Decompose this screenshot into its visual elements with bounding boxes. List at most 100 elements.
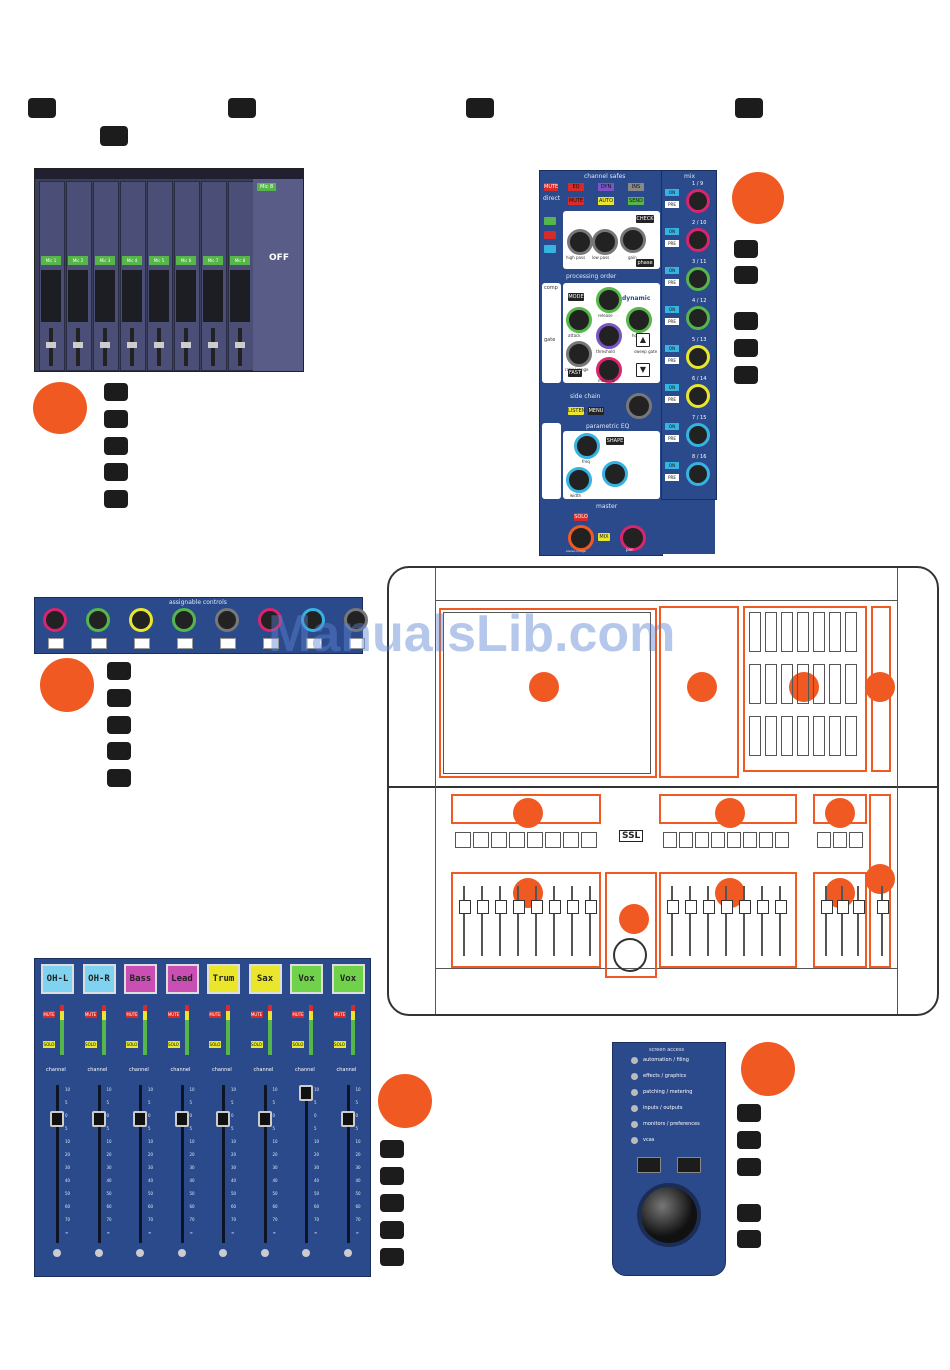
mix-on-button[interactable]: ON <box>665 306 679 313</box>
screen-access-led-button[interactable] <box>631 1137 638 1144</box>
mute-button[interactable]: MUTE <box>333 1011 346 1018</box>
eq-width-knob[interactable] <box>566 467 592 493</box>
mute-button[interactable]: MUTE <box>292 1011 304 1018</box>
mix-pre-button[interactable]: PRE <box>665 396 679 403</box>
safe-button[interactable]: INS <box>628 183 644 191</box>
solo-button[interactable]: SOLO <box>292 1041 304 1048</box>
ratio-range-knob[interactable] <box>566 341 592 367</box>
screen-fader-cap[interactable] <box>100 342 110 348</box>
mix-on-button[interactable]: ON <box>665 462 679 469</box>
screen-fader-cap[interactable] <box>235 342 245 348</box>
mix-pre-button[interactable]: PRE <box>665 240 679 247</box>
mix-on-button[interactable]: ON <box>665 228 679 235</box>
safe-on-2[interactable] <box>544 231 556 239</box>
mix-send-knob[interactable] <box>686 228 710 252</box>
eq-freq-knob[interactable] <box>574 433 600 459</box>
solo-button[interactable]: SOLO <box>43 1041 55 1048</box>
solo-button[interactable]: SOLO <box>250 1041 263 1048</box>
mute-button[interactable]: MUTE <box>126 1011 138 1018</box>
pan-knob[interactable] <box>620 525 646 551</box>
left-select-button[interactable] <box>637 1157 661 1173</box>
mix-send-knob[interactable] <box>686 267 710 291</box>
mute-button[interactable]: MUTE <box>43 1011 55 1018</box>
assignable-button[interactable] <box>306 638 322 649</box>
fader-cap[interactable] <box>257 1111 272 1127</box>
assignable-knob[interactable] <box>301 608 325 632</box>
attack-knob[interactable] <box>566 307 592 333</box>
threshold-knob[interactable] <box>596 323 622 349</box>
fader-cap[interactable] <box>50 1111 64 1127</box>
mix-pre-button[interactable]: PRE <box>665 201 679 208</box>
assignable-knob[interactable] <box>344 608 368 632</box>
eq-gain-knob[interactable] <box>602 461 628 487</box>
mute-button[interactable]: MUTE <box>209 1011 221 1018</box>
screen-access-led-button[interactable] <box>631 1121 638 1128</box>
assignable-knob[interactable] <box>172 608 196 632</box>
gain-knob[interactable] <box>620 227 646 253</box>
assignable-button[interactable] <box>349 638 365 649</box>
safe-on-1[interactable] <box>544 217 556 225</box>
fader-cap[interactable] <box>340 1111 355 1127</box>
stereo-image-knob[interactable] <box>568 525 594 551</box>
screen-access-led-button[interactable] <box>631 1089 638 1096</box>
assignable-button[interactable] <box>263 638 279 649</box>
screen-fader-cap[interactable] <box>154 342 164 348</box>
safe-button[interactable]: DYN <box>598 183 614 191</box>
mix-button[interactable]: MIX <box>598 533 610 541</box>
solo-button[interactable]: SOLO <box>574 513 588 521</box>
mix-pre-button[interactable]: PRE <box>665 435 679 442</box>
make-up-knob[interactable] <box>596 357 622 383</box>
fader-cap[interactable] <box>133 1111 147 1127</box>
mix-send-knob[interactable] <box>686 384 710 408</box>
screen-fader-cap[interactable] <box>127 342 137 348</box>
mix-send-knob[interactable] <box>686 423 710 447</box>
screen-fader-cap[interactable] <box>181 342 191 348</box>
release-knob[interactable] <box>596 287 622 313</box>
mix-pre-button[interactable]: PRE <box>665 318 679 325</box>
mute-button[interactable]: MUTE <box>167 1011 180 1018</box>
safe-button[interactable]: MUTE <box>568 197 584 205</box>
menu-button[interactable]: MENU <box>588 407 604 415</box>
mix-on-button[interactable]: ON <box>665 345 679 352</box>
screen-access-led-button[interactable] <box>631 1057 638 1064</box>
low-pass-knob[interactable] <box>592 229 618 255</box>
mute-button[interactable]: MUTE <box>84 1011 97 1018</box>
phase-button[interactable]: phase <box>636 259 654 267</box>
mix-on-button[interactable]: ON <box>665 267 679 274</box>
screen-fader-cap[interactable] <box>73 342 83 348</box>
freq-knob-sidechain[interactable] <box>626 393 652 419</box>
fader-cap[interactable] <box>299 1085 313 1101</box>
safe-button[interactable]: AUTO <box>598 197 614 205</box>
mute-button[interactable]: MUTE <box>544 183 559 191</box>
fader-cap[interactable] <box>216 1111 230 1127</box>
fader-cap[interactable] <box>91 1111 106 1127</box>
right-select-button[interactable] <box>677 1157 701 1173</box>
mix-send-knob[interactable] <box>686 462 710 486</box>
mix-pre-button[interactable]: PRE <box>665 279 679 286</box>
trackball[interactable] <box>637 1183 701 1247</box>
high-pass-knob[interactable] <box>567 229 593 255</box>
mix-on-button[interactable]: ON <box>665 423 679 430</box>
screen-fader-cap[interactable] <box>46 342 56 348</box>
assignable-knob[interactable] <box>258 608 282 632</box>
assignable-knob[interactable] <box>86 608 110 632</box>
shape-button[interactable]: SHAPE <box>606 437 624 445</box>
assignable-button[interactable] <box>91 638 107 649</box>
check-button[interactable]: CHECK <box>636 215 654 223</box>
solo-button[interactable]: SOLO <box>209 1041 221 1048</box>
solo-button[interactable]: SOLO <box>126 1041 138 1048</box>
assignable-knob[interactable] <box>215 608 239 632</box>
solo-button[interactable]: SOLO <box>84 1041 97 1048</box>
solo-button[interactable]: SOLO <box>333 1041 346 1048</box>
up-arrow-button[interactable]: ▲ <box>636 333 650 347</box>
mix-send-knob[interactable] <box>686 306 710 330</box>
assignable-button[interactable] <box>134 638 150 649</box>
mix-on-button[interactable]: ON <box>665 189 679 196</box>
assignable-knob[interactable] <box>43 608 67 632</box>
mix-on-button[interactable]: ON <box>665 384 679 391</box>
fader-cap[interactable] <box>174 1111 189 1127</box>
solo-button[interactable]: SOLO <box>167 1041 180 1048</box>
safe-on-3[interactable] <box>544 245 556 253</box>
assignable-knob[interactable] <box>129 608 153 632</box>
mix-pre-button[interactable]: PRE <box>665 474 679 481</box>
